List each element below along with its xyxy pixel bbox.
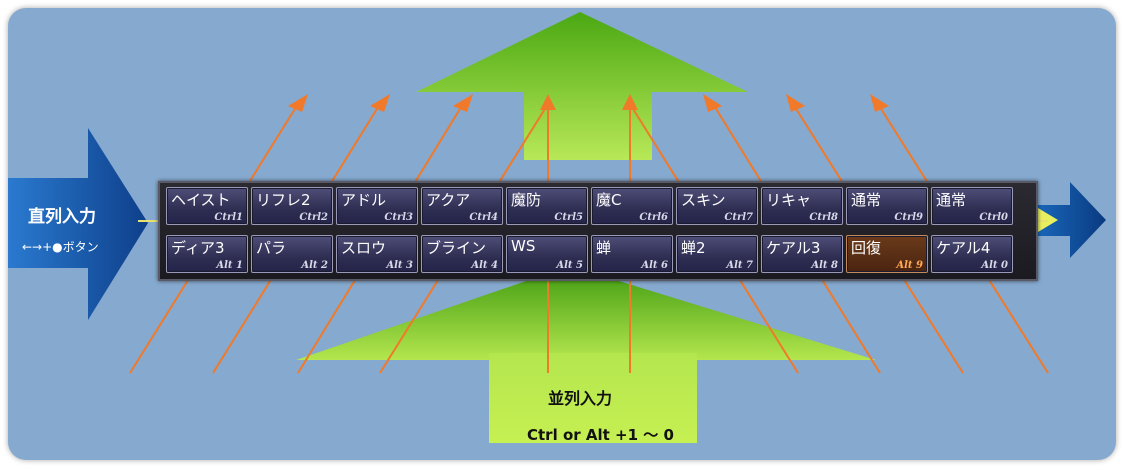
ctrl-macro-1[interactable]: ヘイスト Ctrl1: [166, 187, 248, 225]
ctrl-macro-5[interactable]: 魔防 Ctrl5: [506, 187, 588, 225]
ctrl-macro-10[interactable]: 通常 Ctrl0: [931, 187, 1013, 225]
macro-shortcut: Ctrl8: [809, 212, 838, 223]
macro-label: アクア: [426, 191, 471, 209]
parallel-arrow-bottom-shaft: [489, 353, 697, 443]
macro-shortcut: Alt 4: [471, 260, 498, 271]
macro-shortcut: Alt 8: [811, 260, 838, 271]
macro-label: 回復: [851, 239, 882, 257]
macro-shortcut: Ctrl5: [554, 212, 583, 223]
macro-shortcut: Ctrl0: [979, 212, 1008, 223]
macro-label: 蝉: [596, 239, 612, 257]
ctrl-macro-8[interactable]: リキャ Ctrl8: [761, 187, 843, 225]
ctrl-macro-9[interactable]: 通常 Ctrl9: [846, 187, 928, 225]
macro-shortcut: Ctrl7: [724, 212, 753, 223]
diagram-canvas: [8, 12, 1106, 443]
macro-label: スキン: [681, 191, 726, 209]
macro-label: リフレ2: [256, 191, 311, 209]
macro-label: 魔防: [511, 191, 542, 209]
serial-input-subtitle: ←→+●ボタン: [22, 240, 99, 254]
macro-label: リキャ: [766, 191, 812, 209]
macro-label: 魔C: [596, 191, 622, 209]
parallel-input-title: 並列入力: [548, 389, 613, 408]
ctrl-macro-3[interactable]: アドル Ctrl3: [336, 187, 418, 225]
diagram-panel: 直列入力 ←→+●ボタン 並列入力 Ctrl or Alt +1 〜 0 ヘイス…: [8, 8, 1116, 460]
parallel-arrow-top: [416, 12, 748, 160]
alt-macro-5[interactable]: WS Alt 5: [506, 235, 588, 273]
alt-macro-2[interactable]: パラ Alt 2: [251, 235, 333, 273]
macro-shortcut: Ctrl3: [384, 212, 413, 223]
macro-label: アドル: [341, 191, 387, 209]
macro-shortcut: Alt 3: [386, 260, 413, 271]
macro-shortcut: Alt 5: [556, 260, 583, 271]
alt-macro-3[interactable]: スロウ Alt 3: [336, 235, 418, 273]
macro-shortcut: Alt 1: [216, 260, 243, 271]
macro-label: ブライン: [426, 239, 487, 257]
ctrl-macro-6[interactable]: 魔C Ctrl6: [591, 187, 673, 225]
macro-label: 通常: [936, 191, 967, 209]
ctrl-macro-4[interactable]: アクア Ctrl4: [421, 187, 503, 225]
macro-label: ヘイスト: [171, 191, 231, 209]
macro-label: パラ: [256, 239, 287, 257]
macro-label: ディア3: [171, 239, 225, 257]
macro-label: スロウ: [341, 239, 387, 257]
macro-shortcut: Ctrl6: [639, 212, 668, 223]
macro-shortcut: Ctrl9: [894, 212, 923, 223]
macro-shortcut: Alt 9: [896, 260, 923, 271]
macro-shortcut: Alt 2: [301, 260, 328, 271]
macro-label: ケアル4: [936, 239, 991, 257]
macro-label: 通常: [851, 191, 882, 209]
parallel-input-subtitle: Ctrl or Alt +1 〜 0: [527, 426, 674, 444]
macro-label: 蝉2: [681, 239, 706, 257]
macro-label: WS: [511, 237, 536, 255]
ctrl-macro-7[interactable]: スキン Ctrl7: [676, 187, 758, 225]
macro-shortcut: Ctrl4: [469, 212, 498, 223]
alt-macro-6[interactable]: 蝉 Alt 6: [591, 235, 673, 273]
macro-label: ケアル3: [766, 239, 821, 257]
parallel-arrow-bottom-head: [296, 266, 876, 360]
serial-arrow-left: [8, 128, 148, 320]
macro-shortcut: Alt 0: [981, 260, 1008, 271]
macro-shortcut: Ctrl2: [299, 212, 328, 223]
alt-macro-4[interactable]: ブライン Alt 4: [421, 235, 503, 273]
alt-macro-9[interactable]: 回復 Alt 9: [846, 235, 928, 273]
macro-shortcut: Alt 7: [726, 260, 753, 271]
orange-arrow-heads: [288, 94, 889, 112]
macro-shortcut: Alt 6: [641, 260, 668, 271]
serial-input-title: 直列入力: [28, 207, 96, 227]
serial-arrow-right: [1030, 182, 1106, 258]
macro-shortcut: Ctrl1: [214, 212, 243, 223]
